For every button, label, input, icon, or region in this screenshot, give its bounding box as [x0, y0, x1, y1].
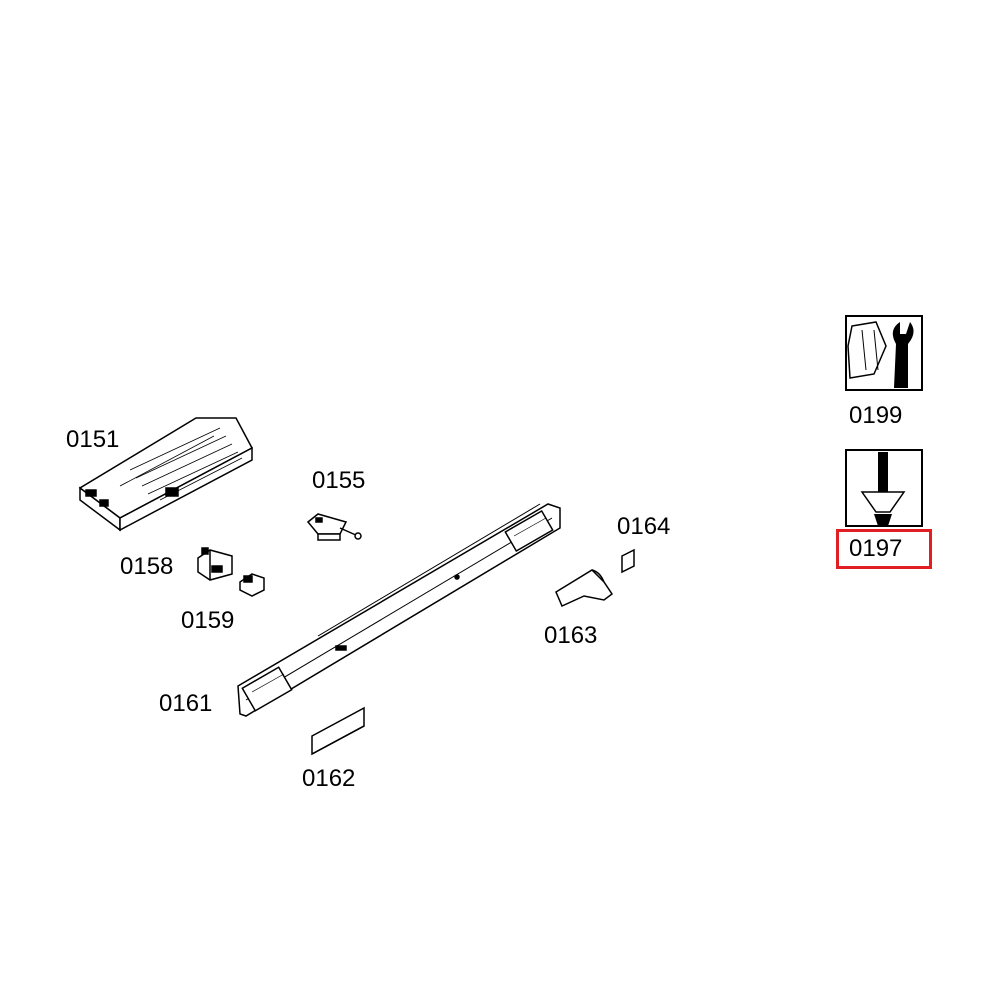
label-0158: 0158 [120, 553, 174, 580]
label-0161: 0161 [159, 690, 213, 717]
part-0151-module[interactable] [78, 417, 254, 532]
label-0164: 0164 [617, 513, 671, 540]
nut-and-wrench-icon[interactable] [845, 315, 923, 391]
label-0159: 0159 [181, 607, 235, 634]
screw-icon[interactable] [845, 449, 923, 527]
label-0155: 0155 [312, 467, 366, 494]
label-0163: 0163 [544, 622, 598, 649]
part-0164-plate[interactable] [621, 548, 635, 574]
part-0159-connector[interactable] [239, 573, 265, 597]
label-0199: 0199 [849, 402, 903, 429]
part-0155-switch[interactable] [306, 513, 362, 541]
part-0162-label[interactable] [311, 706, 365, 756]
highlight-box-0197 [836, 529, 932, 569]
label-0151: 0151 [66, 426, 120, 453]
part-0163-bracket[interactable] [555, 569, 614, 607]
part-0158-connector[interactable] [197, 547, 233, 581]
label-0162: 0162 [302, 765, 356, 792]
label-0197: 0197 [849, 535, 903, 562]
part-0161-control-panel[interactable] [237, 503, 561, 717]
